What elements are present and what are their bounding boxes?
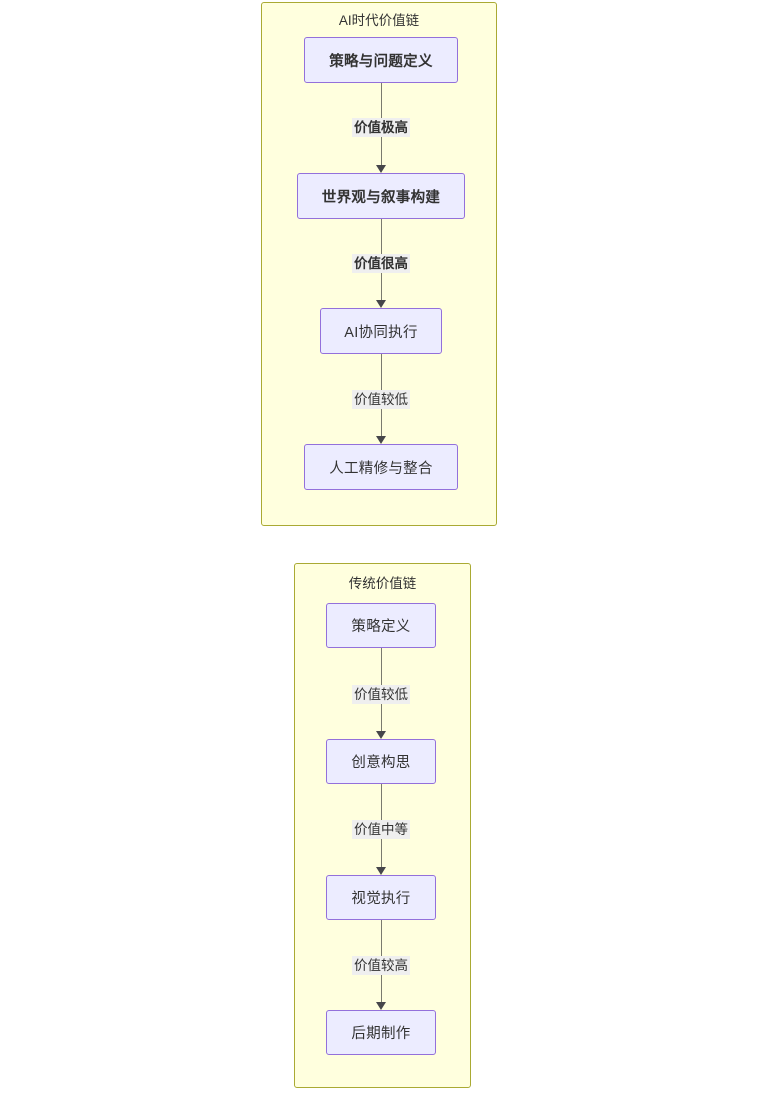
edge-arrow-ideation-to-visual: [376, 867, 386, 875]
node-creative-ideation[interactable]: 创意构思: [326, 739, 436, 784]
edge-arrow-strategy-to-worldview: [376, 165, 386, 173]
node-strategy-definition[interactable]: 策略定义: [326, 603, 436, 648]
edge-label-value-lower-traditional: 价值较低: [352, 685, 410, 704]
node-worldview-narrative-construction[interactable]: 世界观与叙事构建: [297, 173, 465, 219]
edge-label-value-higher: 价值较高: [352, 956, 410, 975]
node-visual-execution[interactable]: 视觉执行: [326, 875, 436, 920]
node-post-production[interactable]: 后期制作: [326, 1010, 436, 1055]
edge-arrow-strategy-to-ideation: [376, 731, 386, 739]
edge-label-value-very-high: 价值很高: [352, 254, 410, 273]
edge-arrow-worldview-to-ai-execution: [376, 300, 386, 308]
edge-arrow-ai-execution-to-manual: [376, 436, 386, 444]
node-strategy-problem-definition[interactable]: 策略与问题定义: [304, 37, 458, 83]
edge-label-value-extremely-high: 价值极高: [352, 118, 410, 137]
edge-label-value-medium: 价值中等: [352, 820, 410, 839]
subgraph-title-ai-era-value-chain: AI时代价值链: [338, 13, 420, 28]
node-manual-refinement-integration[interactable]: 人工精修与整合: [304, 444, 458, 490]
subgraph-title-traditional-value-chain: 传统价值链: [348, 576, 417, 591]
edge-label-value-lower-ai: 价值较低: [352, 390, 410, 409]
node-ai-collaborative-execution[interactable]: AI协同执行: [320, 308, 442, 354]
edge-arrow-visual-to-post: [376, 1002, 386, 1010]
